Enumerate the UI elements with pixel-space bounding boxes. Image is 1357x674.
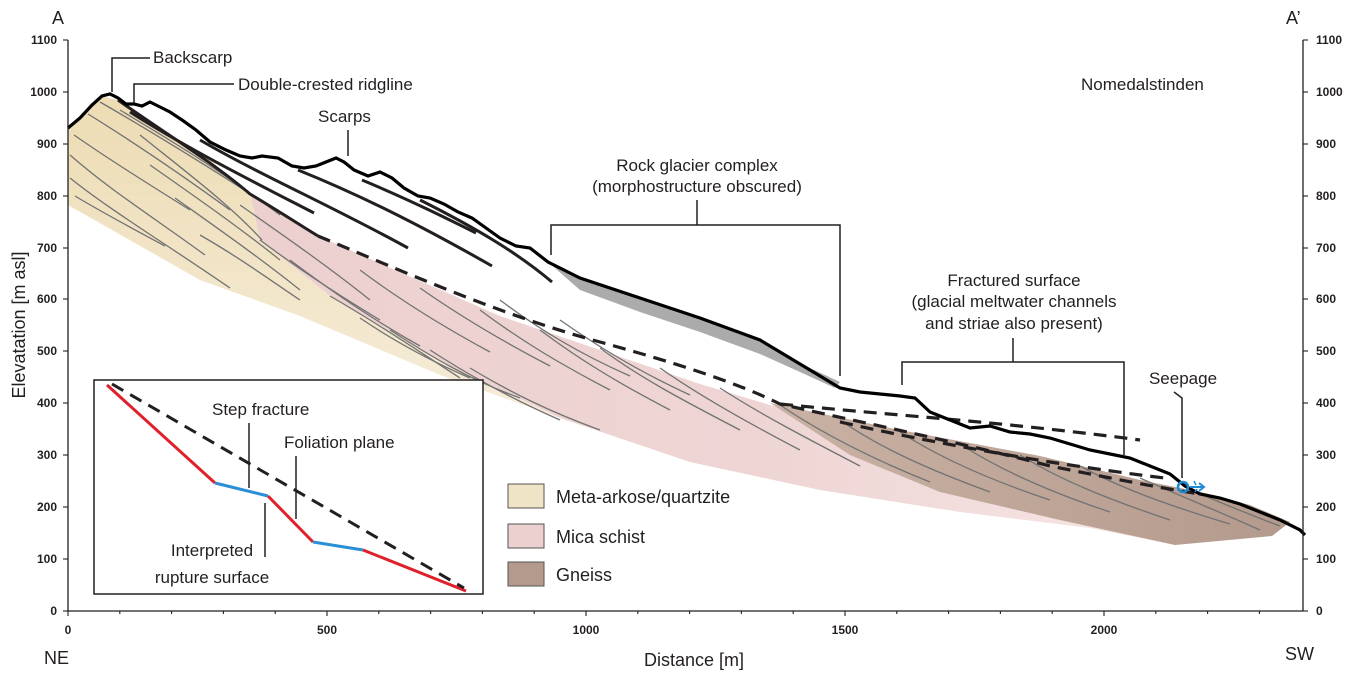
scarp-lines (117, 98, 553, 284)
inset-red-segments (105, 383, 217, 485)
meta-arkose-unit (68, 96, 620, 438)
direction-sw-label: SW (1285, 644, 1314, 664)
backscarp-label: Backscarp (153, 48, 232, 67)
y-tick-label: 600 (1316, 292, 1336, 306)
y-tick-label: 100 (1316, 552, 1336, 566)
y-axis-label: Elevatation [m asl] (9, 251, 29, 398)
legend-swatch-mica-schist (507, 523, 545, 549)
rock-glacier-deposit (548, 262, 840, 388)
y-tick-label: 400 (37, 396, 57, 410)
chart-axes (67, 40, 1304, 612)
y-tick-label: 800 (37, 189, 57, 203)
inset-panel: Step fracture Foliation plane Interprete… (93, 379, 484, 595)
rock-glacier-label-line1: Rock glacier complex (616, 156, 778, 175)
legend-label-meta-arkose: Meta-arkose/quartzite (556, 487, 730, 507)
legend-label-gneiss: Gneiss (556, 565, 612, 585)
axis-ticks (63, 39, 1308, 616)
y-tick-label: 0 (50, 604, 57, 618)
inset-red-segment (266, 494, 315, 544)
x-tick-label: 2000 (1091, 623, 1118, 637)
location-label: Nomedalstinden (1081, 75, 1204, 94)
gneiss-unit (770, 403, 1290, 545)
inset-interpreted-label-line1: Interpreted (171, 541, 253, 560)
y-tick-label: 300 (1316, 448, 1336, 462)
y-tick-label: 1000 (30, 85, 57, 99)
inset-frame (93, 379, 484, 595)
x-tick-label: 500 (317, 623, 337, 637)
inset-red-segment (362, 548, 467, 593)
section-end-label: A’ (1286, 8, 1301, 28)
y-tick-label: 1100 (31, 33, 57, 47)
legend-swatch-gneiss (507, 561, 545, 587)
legend-swatch-meta-arkose (507, 483, 545, 509)
inset-blue-segment (312, 540, 364, 552)
x-axis-label: Distance [m] (644, 650, 744, 670)
interpreted-rupture-surfaces (317, 234, 1201, 496)
inset-step-fracture-label: Step fracture (212, 400, 309, 419)
x-tick-label: 0 (65, 623, 72, 637)
inset-rupture-dashed (111, 382, 465, 590)
y-tick-label: 100 (37, 552, 57, 566)
foliation-traces (69, 101, 1281, 531)
x-tick-label: 1000 (573, 623, 600, 637)
y-tick-labels-right: 0 100 200 300 400 500 600 700 800 900 10… (1316, 33, 1343, 618)
x-tick-label: 1500 (832, 623, 859, 637)
fractured-surface-label-line1: Fractured surface (947, 271, 1080, 290)
y-tick-label: 600 (37, 292, 57, 306)
y-tick-label: 700 (1316, 241, 1336, 255)
y-tick-label: 900 (1316, 137, 1336, 151)
legend-label-mica-schist: Mica schist (556, 527, 645, 547)
x-tick-labels: 0 500 1000 1500 2000 (65, 623, 1118, 637)
y-tick-label: 200 (37, 500, 57, 514)
direction-ne-label: NE (44, 648, 69, 668)
seepage-icon (1176, 480, 1206, 494)
inset-interpreted-label-line2: rupture surface (155, 568, 269, 587)
fractured-surface-label-line3: and striae also present) (925, 314, 1103, 333)
y-tick-label: 300 (37, 448, 57, 462)
fractured-surface-label-line2: (glacial meltwater channels (911, 292, 1116, 311)
legend: Meta-arkose/quartzite Mica schist Gneiss (507, 483, 730, 587)
section-start-label: A (52, 8, 64, 28)
y-tick-label: 1000 (1316, 85, 1343, 99)
y-tick-label: 500 (1316, 344, 1336, 358)
rock-glacier-label-line2: (morphostructure obscured) (592, 177, 802, 196)
y-tick-label: 500 (37, 344, 57, 358)
y-tick-label: 700 (37, 241, 57, 255)
topographic-profile (66, 92, 1307, 537)
y-tick-label: 1100 (1316, 33, 1342, 47)
inset-foliation-plane-label: Foliation plane (284, 433, 395, 452)
y-tick-label: 0 (1316, 604, 1323, 618)
annotation-leaders (111, 57, 1183, 478)
scarps-label: Scarps (318, 107, 371, 126)
y-tick-labels-left: 0 100 200 300 400 500 600 700 800 900 10… (30, 33, 57, 618)
double-crested-ridgeline-label: Double-crested ridgline (238, 75, 413, 94)
y-tick-label: 200 (1316, 500, 1336, 514)
inset-blue-segment (214, 481, 269, 498)
seepage-label: Seepage (1149, 369, 1217, 388)
y-tick-label: 800 (1316, 189, 1336, 203)
y-tick-label: 400 (1316, 396, 1336, 410)
y-tick-label: 900 (37, 137, 57, 151)
